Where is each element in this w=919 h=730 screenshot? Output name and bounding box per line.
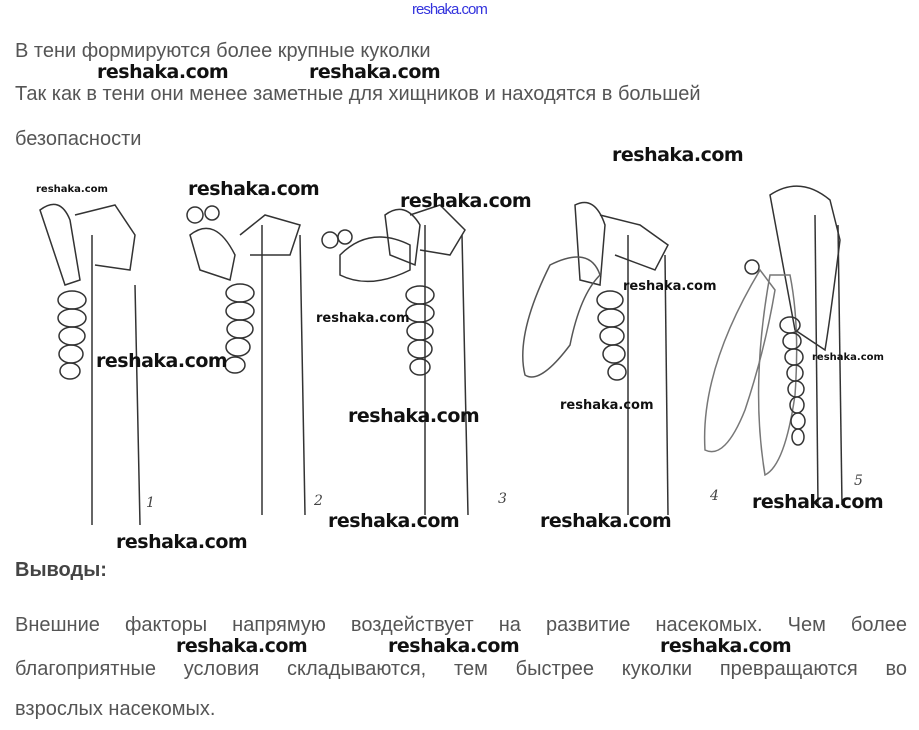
conclusion-line-1: Внешние факторы напрямую воздействует на… bbox=[15, 614, 907, 636]
watermark: reshaka.com bbox=[36, 184, 108, 195]
conclusion-line-2: благоприятные условия складываются, тем … bbox=[15, 658, 907, 680]
watermark: reshaka.com bbox=[752, 491, 884, 513]
figure-label-4: 4 bbox=[709, 488, 719, 504]
dragonfly-metamorphosis-figure: 1 2 3 4 5 bbox=[39, 185, 863, 526]
watermark: reshaka.com bbox=[540, 510, 672, 532]
figure-stage-4: 4 bbox=[522, 201, 719, 516]
watermark: reshaka.com bbox=[623, 279, 717, 294]
watermark: reshaka.com bbox=[348, 405, 480, 427]
watermark: reshaka.com bbox=[660, 635, 792, 657]
watermark: reshaka.com bbox=[96, 350, 228, 372]
watermark: reshaka.com bbox=[176, 635, 308, 657]
figure-stage-2: 2 bbox=[186, 205, 323, 516]
watermark: reshaka.com bbox=[188, 178, 320, 200]
watermark: reshaka.com bbox=[328, 510, 460, 532]
watermark: reshaka.com bbox=[316, 311, 410, 326]
figure-stage-5: 5 bbox=[703, 185, 863, 506]
figure-label-2: 2 bbox=[313, 493, 323, 509]
text-line-2: Так как в тени они менее заметные для хи… bbox=[15, 83, 701, 105]
watermark: reshaka.com bbox=[812, 352, 884, 363]
conclusion-heading: Выводы: bbox=[15, 559, 107, 581]
text-line-3: безопасности bbox=[15, 128, 142, 150]
watermark: reshaka.com bbox=[560, 398, 654, 413]
watermark: reshaka.com bbox=[309, 61, 441, 83]
figure-stage-3: 3 bbox=[321, 204, 507, 516]
site-watermark-link[interactable]: reshaka.com bbox=[412, 1, 488, 18]
figure-label-1: 1 bbox=[146, 495, 155, 511]
watermark: reshaka.com bbox=[400, 190, 532, 212]
figure-label-3: 3 bbox=[498, 491, 507, 507]
text-line-1: В тени формируются более крупные куколки bbox=[15, 40, 431, 62]
watermark: reshaka.com bbox=[116, 531, 248, 553]
figure-stage-1: 1 bbox=[39, 203, 155, 526]
watermark: reshaka.com bbox=[97, 61, 229, 83]
watermark: reshaka.com bbox=[612, 144, 744, 166]
conclusion-line-3: взрослых насекомых. bbox=[15, 698, 216, 720]
watermark: reshaka.com bbox=[388, 635, 520, 657]
figure-label-5: 5 bbox=[854, 473, 863, 489]
